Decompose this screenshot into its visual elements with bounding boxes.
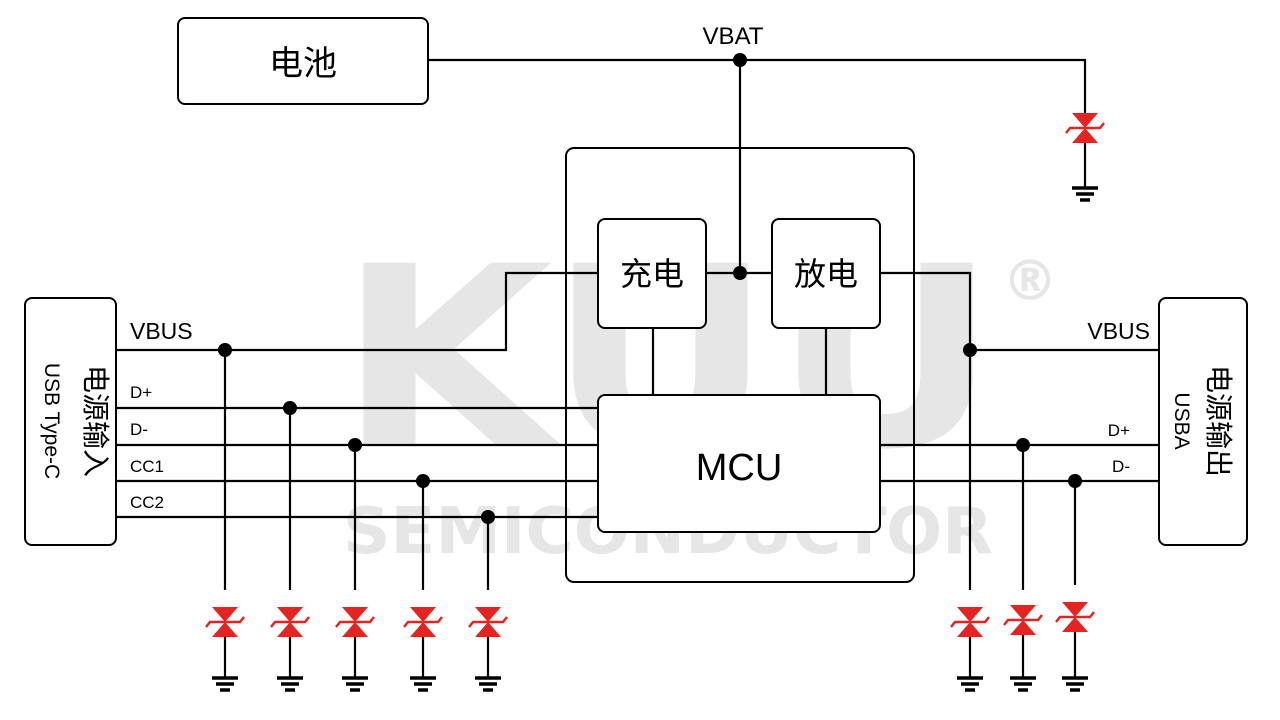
ground-icon bbox=[475, 676, 501, 692]
dp-out-label: D+ bbox=[1108, 421, 1130, 440]
cc2-label: CC2 bbox=[130, 493, 164, 512]
net-labels: VBAT VBUS D+ D- CC1 CC2 VBUS D+ D- bbox=[130, 23, 1150, 512]
ground-icon bbox=[1072, 186, 1098, 202]
blocks: 电池 充电 放电 MCU 电源输入 USB Type-C 电源输出 USBA bbox=[24, 17, 1248, 583]
dp-in-label: D+ bbox=[130, 383, 152, 402]
junction-dot-icon bbox=[218, 343, 232, 357]
dm-out-label: D- bbox=[1112, 457, 1130, 476]
cc1-label: CC1 bbox=[130, 457, 164, 476]
junction-dot-icon bbox=[1068, 474, 1082, 488]
bidirectional-tvs-diode-icon bbox=[950, 607, 990, 678]
junction-dot-icon bbox=[283, 401, 297, 415]
junction-dots bbox=[218, 53, 1082, 524]
vbus-in-label: VBUS bbox=[130, 318, 193, 344]
usba-output-connector bbox=[1158, 297, 1248, 546]
discharge-label: 放电 bbox=[794, 256, 858, 292]
wires bbox=[116, 58, 1160, 590]
ground-icon bbox=[212, 676, 238, 692]
charge-label: 充电 bbox=[620, 256, 684, 292]
junction-dot-icon bbox=[348, 438, 362, 452]
tvs-protection-group bbox=[205, 90, 1105, 692]
junction-dot-icon bbox=[416, 474, 430, 488]
mcu-block bbox=[597, 394, 881, 533]
discharge-block bbox=[771, 218, 881, 329]
dm-in-label: D- bbox=[130, 420, 148, 439]
power-ic-outline bbox=[565, 147, 915, 583]
battery-block bbox=[177, 17, 429, 105]
charge-block bbox=[597, 218, 707, 329]
ground-icon bbox=[342, 676, 368, 692]
junction-dot-icon bbox=[733, 53, 747, 67]
bidirectional-tvs-diode-icon bbox=[1065, 90, 1105, 188]
ground-icon bbox=[1062, 676, 1088, 692]
bidirectional-tvs-diode-icon bbox=[468, 607, 508, 678]
ground-icon bbox=[1010, 676, 1036, 692]
output-title: 电源输出 bbox=[1203, 365, 1234, 477]
bidirectional-tvs-diode-icon bbox=[335, 607, 375, 678]
junction-dot-icon bbox=[733, 266, 747, 280]
ground-icon bbox=[410, 676, 436, 692]
input-title: 电源输入 bbox=[80, 365, 111, 477]
ground-icon bbox=[277, 676, 303, 692]
mcu-label: MCU bbox=[696, 447, 783, 489]
battery-label: 电池 bbox=[269, 45, 337, 83]
junction-dot-icon bbox=[1016, 438, 1030, 452]
vbat-label: VBAT bbox=[703, 23, 764, 50]
bidirectional-tvs-diode-icon bbox=[1003, 605, 1043, 678]
watermark-registered-mark: ® bbox=[1002, 249, 1058, 314]
bidirectional-tvs-diode-icon bbox=[403, 607, 443, 678]
junction-dot-icon bbox=[963, 343, 977, 357]
bidirectional-tvs-diode-icon bbox=[205, 607, 245, 678]
junction-dot-icon bbox=[481, 510, 495, 524]
bidirectional-tvs-diode-icon bbox=[270, 607, 310, 678]
output-subtitle: USBA bbox=[1170, 392, 1193, 449]
input-subtitle: USB Type-C bbox=[40, 363, 63, 479]
vbus-out-label: VBUS bbox=[1087, 318, 1150, 344]
usb-type-c-input-connector bbox=[24, 297, 117, 546]
bidirectional-tvs-diode-icon bbox=[1055, 602, 1095, 678]
ground-icon bbox=[957, 676, 983, 692]
